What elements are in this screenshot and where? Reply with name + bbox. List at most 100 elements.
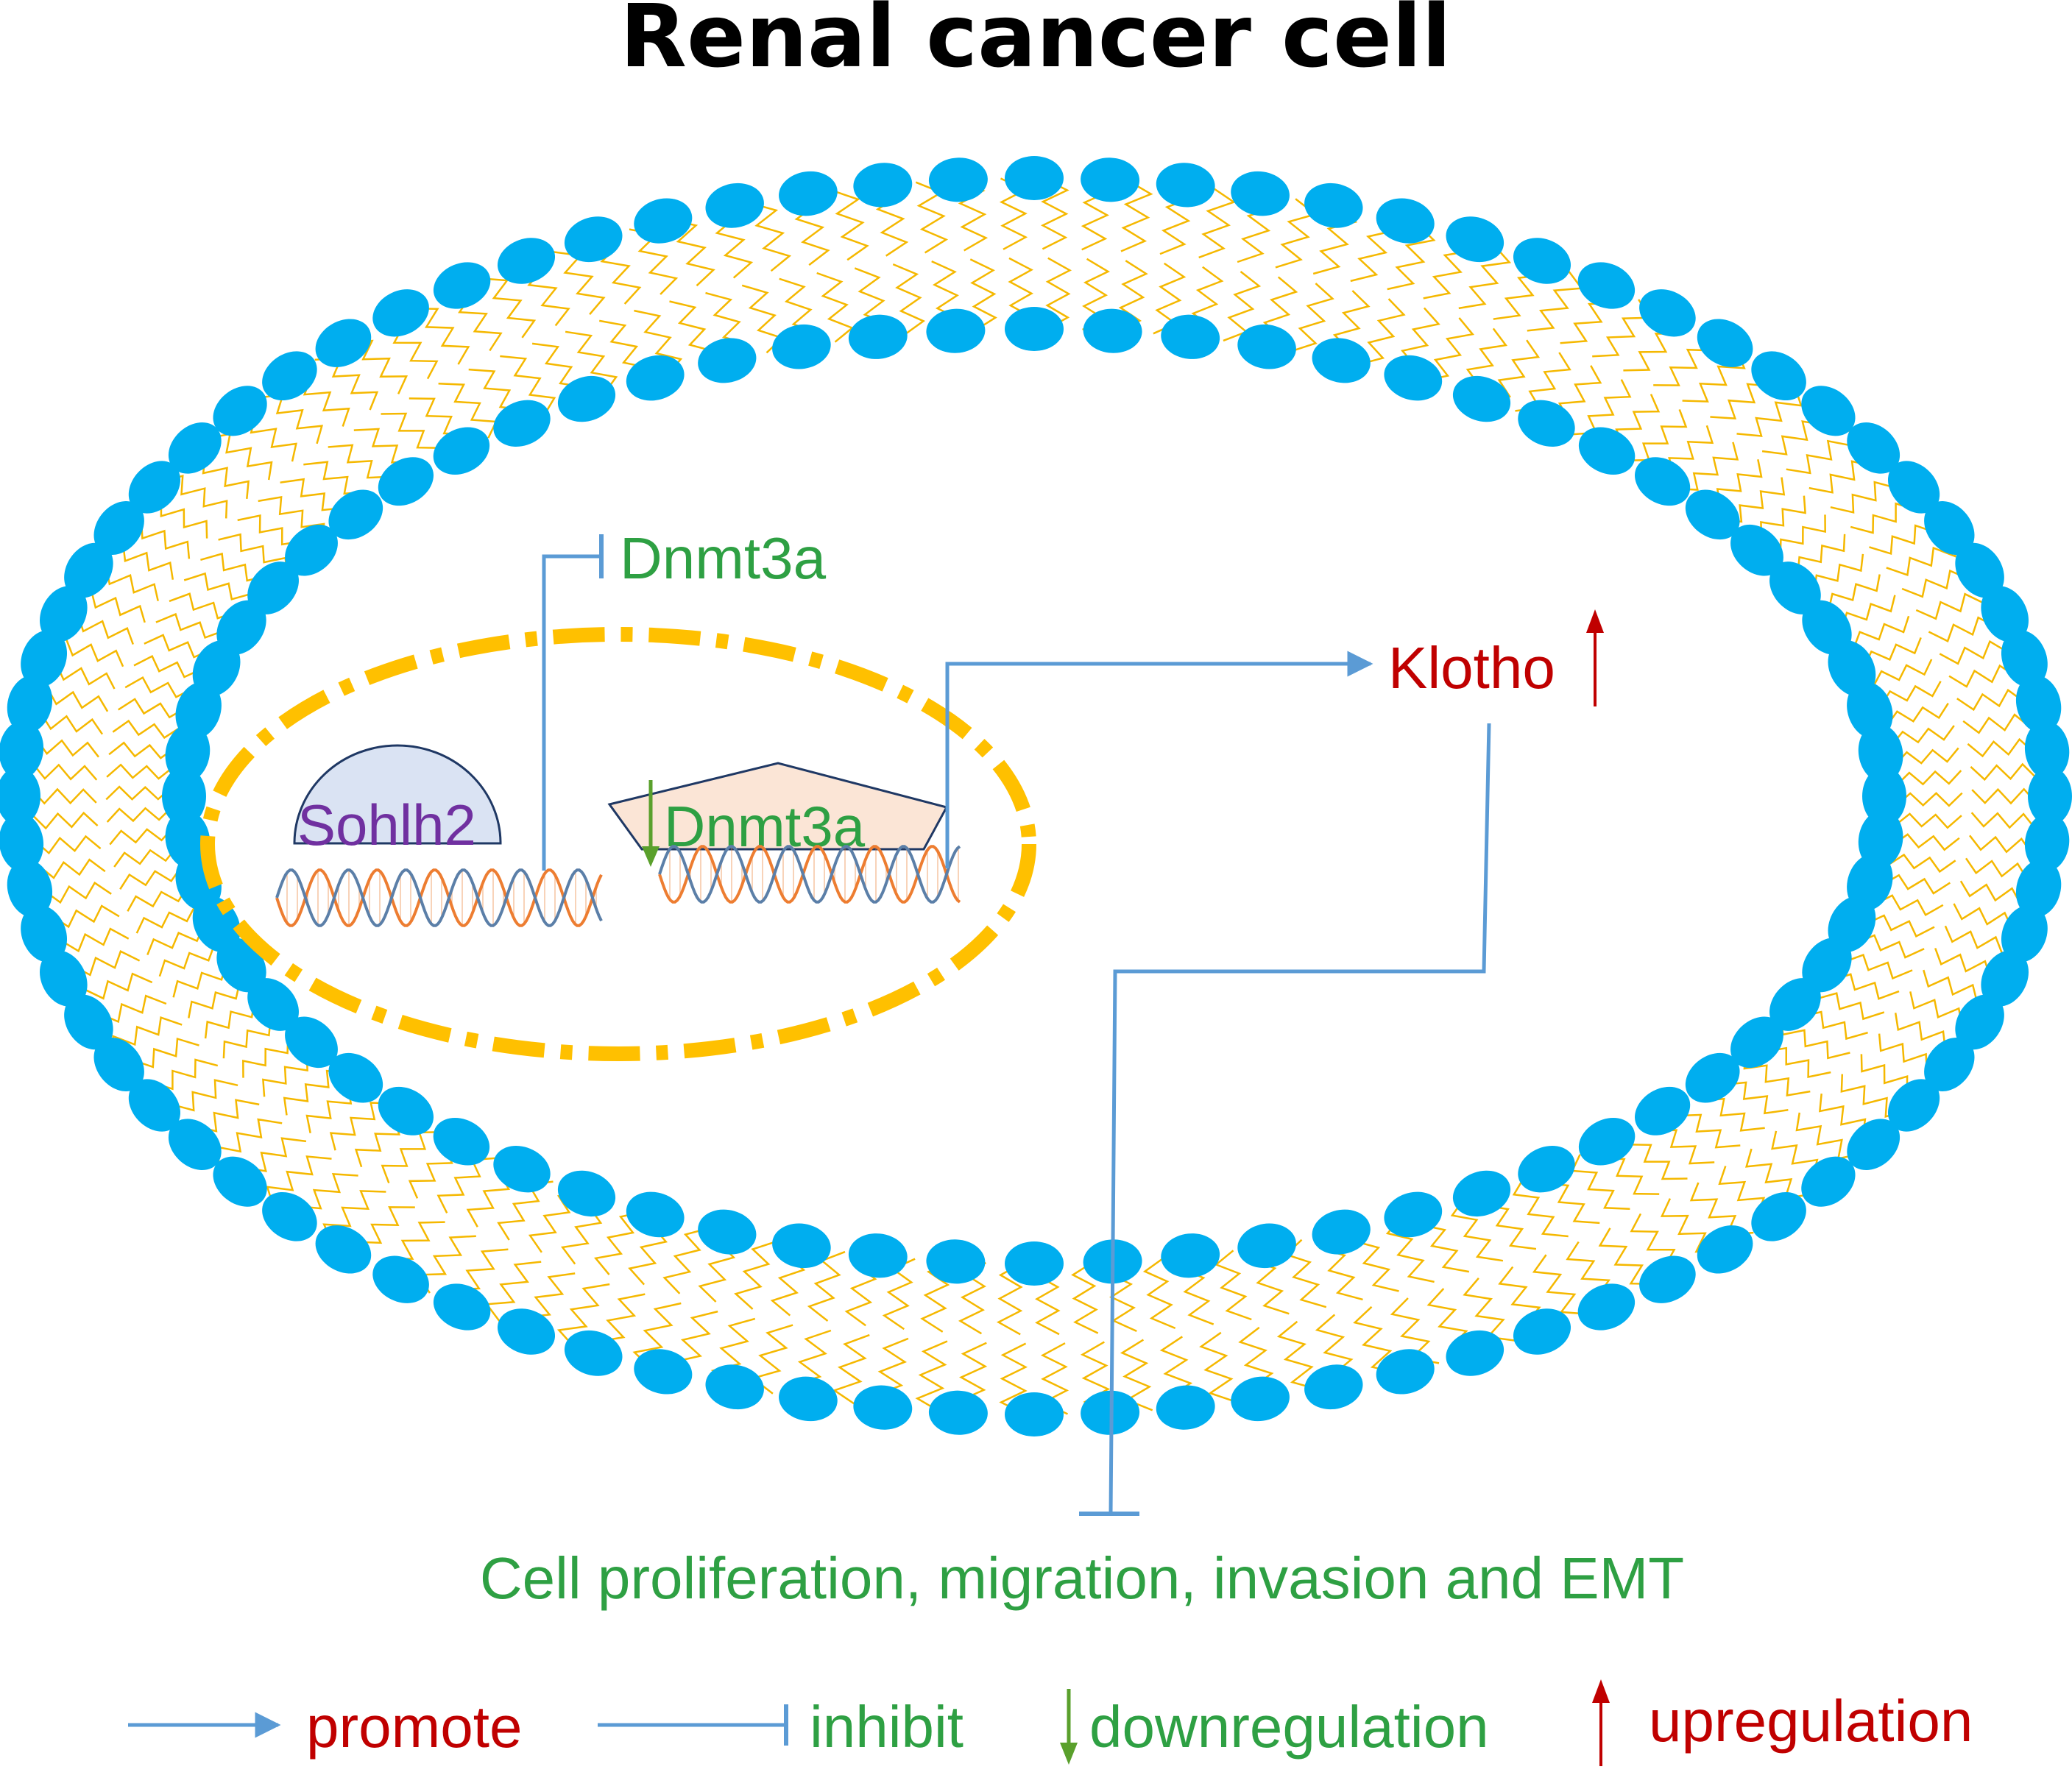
outer-phospholipid-head	[2015, 859, 2062, 918]
outer-phospholipid-head	[564, 1330, 623, 1376]
outer-phospholipid-head	[1639, 289, 1696, 337]
outer-phospholipid-head	[64, 994, 113, 1050]
inner-phospholipid-head	[1384, 1191, 1443, 1238]
outer-phospholipid-head	[0, 720, 44, 780]
dna-helix-sohlh2	[275, 868, 603, 927]
lipid-tail	[1199, 1331, 1237, 1403]
lipid-tail	[1120, 180, 1153, 252]
lipid-tail	[832, 1333, 870, 1406]
lipid-tail	[1045, 257, 1072, 330]
outer-phospholipid-head	[1981, 586, 2029, 642]
outer-phospholipid-head	[1005, 1392, 1064, 1436]
inner-phospholipid-head	[1237, 1223, 1296, 1269]
lipid-tail	[1485, 339, 1541, 402]
inner-phospholipid-head	[626, 1191, 685, 1238]
inner-phospholipid-head	[557, 1170, 616, 1217]
legend-downregulation-label: downregulation	[1089, 1694, 1489, 1760]
outer-phospholipid-head	[853, 163, 913, 208]
dna-helix-dnmt3a	[658, 845, 961, 904]
inner-phospholipid-head	[1828, 896, 1876, 952]
outer-phospholipid-head	[213, 386, 267, 436]
legend-promote-label: promote	[306, 1694, 522, 1760]
inner-phospholipid-head	[165, 809, 211, 869]
inner-phospholipid-head	[1518, 1146, 1575, 1193]
inner-phospholipid-head	[493, 1146, 551, 1193]
inner-phospholipid-head	[772, 324, 831, 369]
lipid-tail	[1719, 477, 1786, 523]
lipid-tail	[1450, 1199, 1504, 1262]
lipid-tail	[1423, 317, 1475, 382]
legend-upregulation-label: upregulation	[1649, 1688, 1973, 1754]
outer-phospholipid-head	[1639, 1255, 1696, 1303]
inner-phospholipid-head	[1802, 600, 1852, 655]
legend-downregulation-arrow-head	[1060, 1743, 1078, 1765]
outer-phospholipid-head	[0, 767, 40, 826]
outer-phospholipid-head	[2001, 630, 2048, 688]
inner-phospholipid-head	[1083, 308, 1142, 353]
lipid-tail	[410, 307, 470, 365]
klotho-label: Klotho	[1388, 635, 1555, 701]
outer-phospholipid-head	[1888, 1079, 1940, 1132]
inner-phospholipid-head	[328, 489, 383, 540]
outer-phospholipid-head	[1924, 501, 1975, 555]
inner-phospholipid-head	[216, 938, 266, 993]
lipid-tail	[257, 393, 324, 444]
outer-phospholipid-head	[705, 183, 764, 228]
inner-phospholipid-head	[772, 1223, 831, 1269]
lipid-tail	[632, 1302, 682, 1370]
inner-phospholipid-head	[1685, 1052, 1740, 1103]
outer-phospholipid-head	[262, 1191, 317, 1241]
inner-phospholipid-heads	[162, 307, 1906, 1286]
lipid-tail	[634, 309, 683, 375]
outer-phospholipid-head	[433, 1283, 491, 1331]
outer-phospholipid-head	[93, 1038, 144, 1091]
lipid-tail	[110, 1016, 183, 1055]
inner-phospholipid-head	[285, 524, 338, 576]
outer-phospholipid-head	[315, 1225, 372, 1274]
outer-phospholipid-head	[1955, 994, 2004, 1050]
lipid-tail	[662, 1227, 710, 1294]
lipid-tail	[381, 412, 443, 465]
lipid-tail	[258, 495, 325, 540]
inner-phospholipid-head	[926, 308, 986, 353]
outer-phospholipid-head	[497, 238, 556, 284]
outer-phospholipid-head	[1577, 1283, 1636, 1331]
lipid-tail	[283, 1069, 350, 1116]
inner-phospholipid-head	[1730, 524, 1783, 576]
lipid-tail	[892, 263, 926, 336]
lipid-tail	[1117, 260, 1148, 333]
outer-phospholipid-head	[433, 262, 491, 309]
outer-phospholipid-head	[40, 950, 88, 1007]
inner-phospholipid-head	[433, 427, 490, 475]
outer-phospholipid-head	[128, 1079, 180, 1132]
inner-phospholipid-head	[216, 600, 266, 655]
dna-strand	[658, 845, 961, 904]
outer-phospholipid-head	[1847, 422, 1900, 474]
outer-phospholipid-head	[1513, 1308, 1571, 1355]
lipid-tail	[1840, 1074, 1910, 1118]
outer-phospholipid-head	[497, 1308, 556, 1355]
outer-phospholipid-head	[1446, 216, 1505, 263]
inner-phospholipid-head	[1384, 355, 1443, 401]
outcome-label: Cell proliferation, migration, invasion …	[480, 1545, 1684, 1611]
dna-strand	[275, 868, 603, 927]
outer-phospholipid-head	[2001, 904, 2048, 963]
inner-phospholipid-head	[698, 1209, 757, 1255]
outer-phospholipid-head	[634, 1349, 693, 1395]
outer-phospholipid-head	[1081, 157, 1140, 202]
lipid-tail	[565, 330, 618, 394]
inner-phospholipid-head	[1161, 314, 1220, 359]
inner-phospholipid-head	[1005, 307, 1064, 351]
inner-phospholipid-head	[1769, 978, 1821, 1031]
outer-phospholipid-head	[2015, 675, 2062, 734]
inner-phospholipid-head	[1161, 1233, 1220, 1278]
lipid-tail	[1458, 244, 1512, 310]
outer-phospholipid-head	[213, 1156, 267, 1207]
inner-phospholipid-head	[1858, 723, 1903, 783]
legend: promote inhibit downregulation upregulat…	[128, 1679, 1973, 1766]
nucleus-boundary	[200, 627, 1036, 1061]
outer-phospholipid-head	[1924, 1038, 1975, 1091]
lipid-tail	[1276, 1320, 1320, 1391]
outer-phospholipid-head	[21, 904, 68, 963]
